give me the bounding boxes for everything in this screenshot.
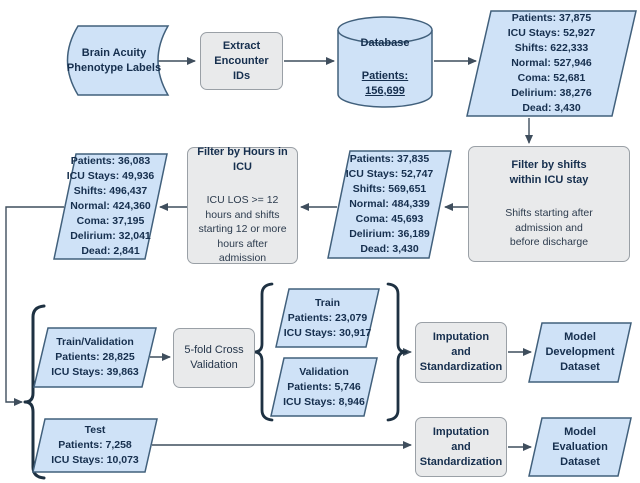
filter-shifts-node[interactable]: Filter by shifts within ICU stay Shifts … [468, 146, 630, 262]
imputation-eval-text: Imputation and Standardization [419, 425, 503, 468]
model-development-text: Model Development Dataset [545, 331, 615, 373]
imputation-eval-node[interactable]: Imputation and Standardization [415, 417, 507, 477]
model-evaluation-text: Model Evaluation Dataset [552, 425, 608, 468]
train-validation-node[interactable]: Train/Validation Patients: 28,825 ICU St… [33, 327, 157, 388]
validation-stats: Validation Patients: 5,746 ICU Stays: 8,… [283, 365, 365, 408]
cv-close-brace [386, 282, 408, 422]
cross-validation-text: 5-fold Cross Validation [184, 344, 244, 371]
model-development-node[interactable]: Model Development Dataset [528, 322, 632, 383]
parallelogram-shape [32, 418, 158, 473]
imputation-dev-node[interactable]: Imputation and Standardization [415, 322, 507, 383]
filter-shifts-text: Filter by shifts within ICU stay Shifts … [505, 140, 593, 268]
cohort-initial-node[interactable]: Patients: 37,875 ICU Stays: 52,927 Shift… [466, 10, 637, 117]
cohort-shift-filtered-node[interactable]: Patients: 37,835 ICU Stays: 52,747 Shift… [327, 150, 452, 259]
filter-hours-title: Filter by Hours in ICU [197, 146, 288, 174]
filter-hours-subtitle: ICU LOS >= 12 hours and shifts starting … [198, 194, 287, 265]
connector-cohort3-to-split-brace [5, 206, 64, 406]
train-validation-stats: Train/Validation Patients: 28,825 ICU St… [51, 336, 139, 378]
cross-validation-node[interactable]: 5-fold Cross Validation [173, 328, 255, 388]
parallelogram-shape [327, 150, 452, 259]
cohort-initial-stats: Patients: 37,875 ICU Stays: 52,927 Shift… [507, 12, 596, 114]
cohort-hours-filtered-stats: Patients: 36,083 ICU Stays: 49,936 Shift… [66, 155, 155, 257]
parallelogram-shape [466, 10, 637, 117]
database-node[interactable]: Database Patients: 156,699 [337, 16, 433, 108]
train-stats: Train Patients: 23,079 ICU Stays: 30,917 [283, 296, 372, 339]
cylinder-shape [337, 16, 433, 108]
parallelogram-shape [270, 357, 378, 417]
test-stats: Test Patients: 7,258 ICU Stays: 10,073 [51, 424, 139, 466]
cohort-shift-filtered-stats: Patients: 37,835 ICU Stays: 52,747 Shift… [345, 153, 434, 255]
phenotype-labels-node[interactable]: Brain Acuity Phenotype Labels [58, 25, 170, 96]
test-node[interactable]: Test Patients: 7,258 ICU Stays: 10,073 [32, 418, 158, 473]
database-label: Database [360, 36, 410, 49]
filter-shifts-subtitle: Shifts starting after admission and befo… [505, 207, 593, 249]
train-node[interactable]: Train Patients: 23,079 ICU Stays: 30,917 [275, 288, 380, 348]
extract-encounter-ids-text: Extract Encounter IDs [214, 39, 269, 82]
parallelogram-shape [528, 322, 632, 383]
parallelogram-shape [275, 288, 380, 348]
filter-hours-node[interactable]: Filter by Hours in ICU ICU LOS >= 12 hou… [187, 146, 298, 264]
imputation-dev-text: Imputation and Standardization [419, 331, 503, 373]
filter-shifts-title: Filter by shifts within ICU stay [509, 159, 589, 187]
stored-data-shape [66, 25, 170, 96]
model-evaluation-node[interactable]: Model Evaluation Dataset [528, 417, 632, 477]
validation-node[interactable]: Validation Patients: 5,746 ICU Stays: 8,… [270, 357, 378, 417]
extract-encounter-ids-node[interactable]: Extract Encounter IDs [200, 32, 283, 90]
parallelogram-shape [53, 153, 168, 260]
database-patient-count: Patients: 156,699 [361, 69, 409, 97]
parallelogram-shape [528, 417, 632, 477]
filter-hours-text: Filter by Hours in ICU ICU LOS >= 12 hou… [197, 127, 287, 284]
phenotype-labels-text: Brain Acuity Phenotype Labels [66, 46, 162, 74]
database-text: Database Patients: 156,699 [361, 8, 410, 117]
cohort-hours-filtered-node[interactable]: Patients: 36,083 ICU Stays: 49,936 Shift… [53, 153, 168, 260]
parallelogram-shape [33, 327, 157, 388]
